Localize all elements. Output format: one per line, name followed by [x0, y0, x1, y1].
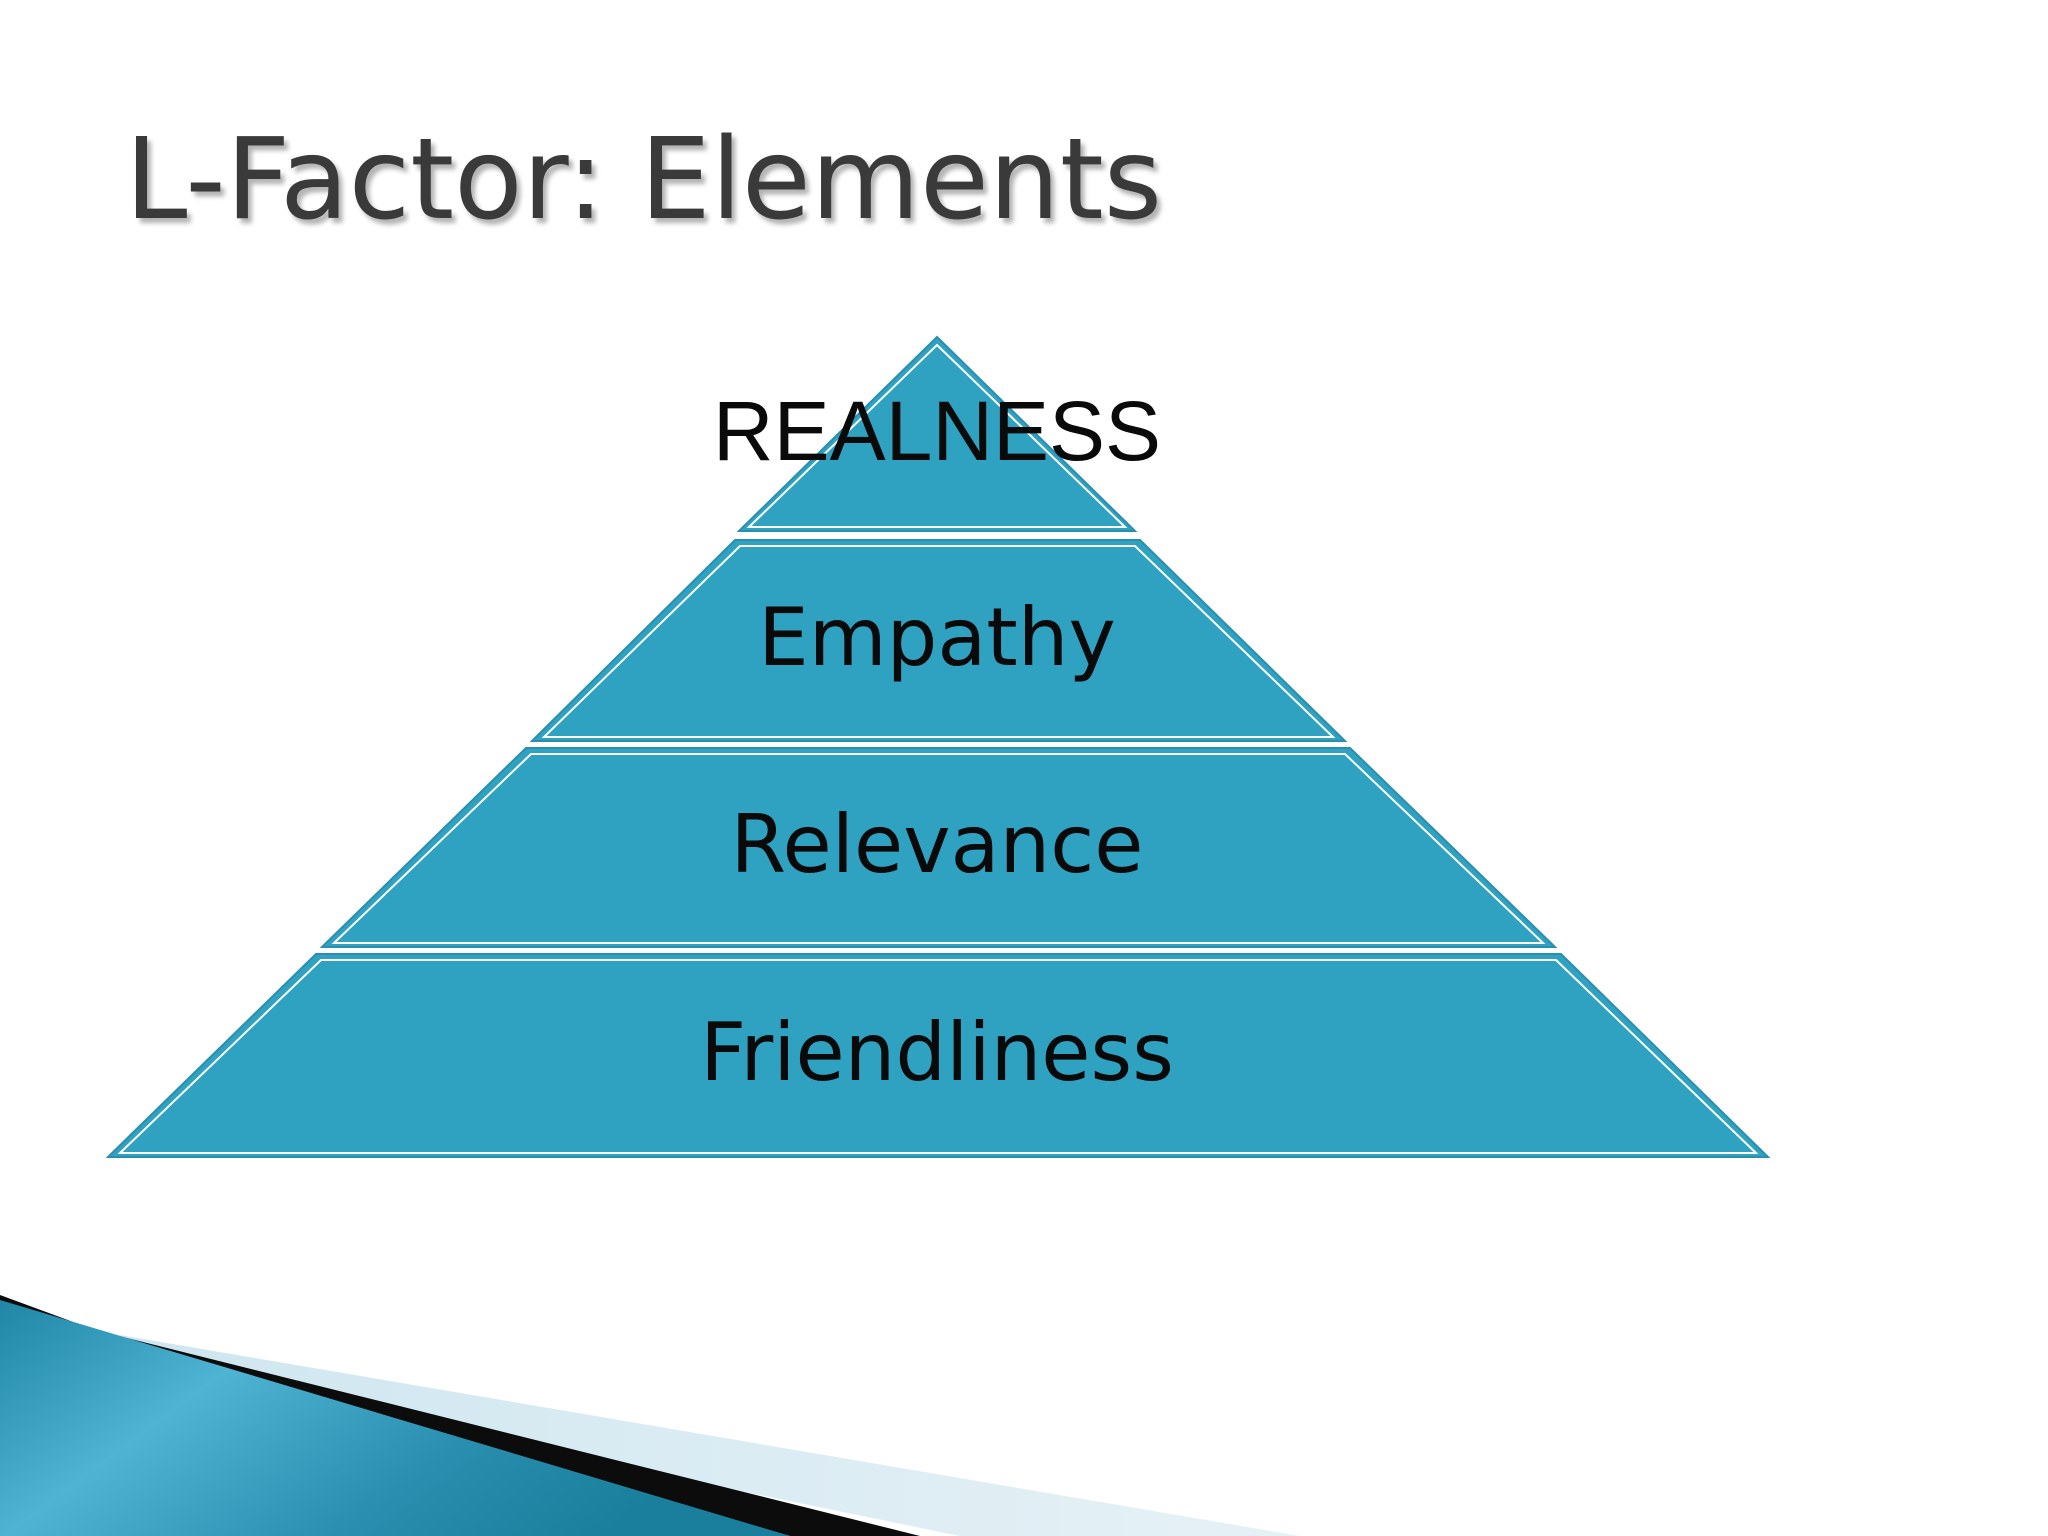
tier-label-friendliness: Friendliness	[700, 1006, 1174, 1099]
pyramid-tier-friendliness: Friendliness	[105, 953, 1771, 1158]
tier-label-relevance: Relevance	[731, 798, 1144, 891]
tier-label-realness: REALNESS	[713, 384, 1161, 478]
pyramid-tier-empathy: Empathy	[529, 539, 1348, 742]
tier-label-empathy: Empathy	[758, 591, 1116, 684]
slide-title: L-Factor: Elements	[125, 115, 1163, 245]
pyramid-tier-realness: REALNESS	[713, 335, 1161, 532]
pyramid-tier-relevance: Relevance	[319, 747, 1558, 948]
